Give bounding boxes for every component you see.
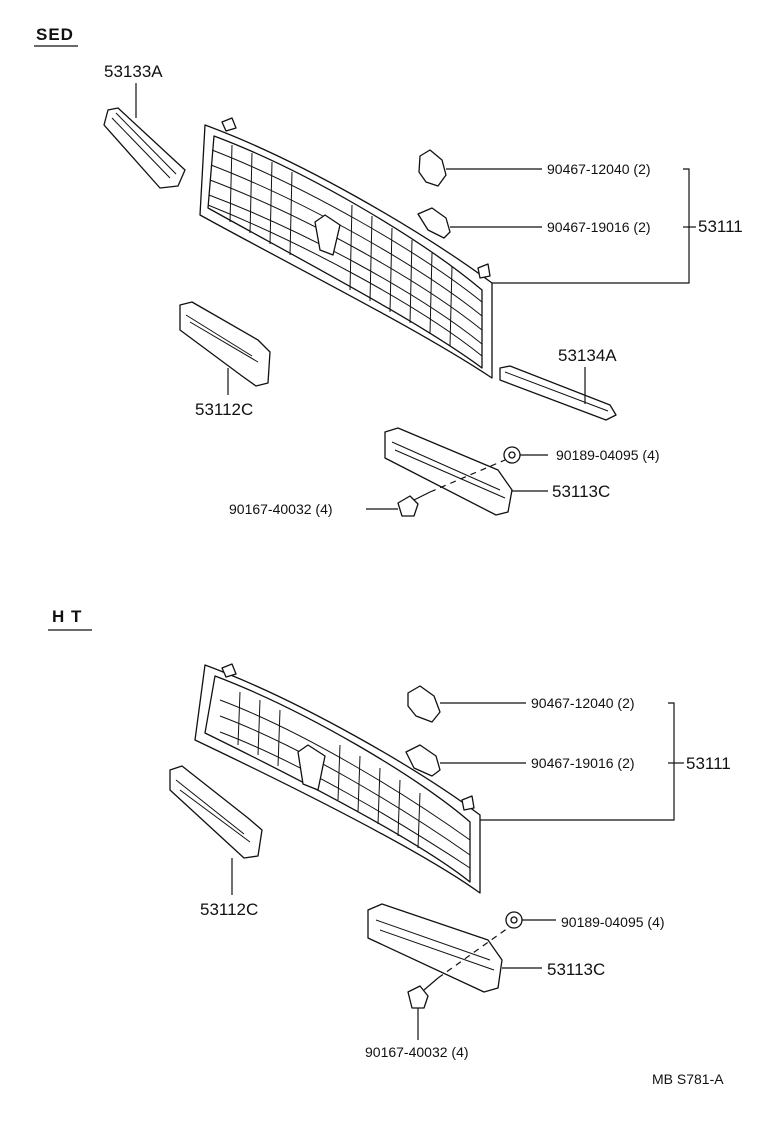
lamp-left-sed — [179, 301, 271, 387]
label-grille-ht: 53111 — [686, 754, 731, 773]
label-screw-sed: 90167-40032 (4) — [229, 501, 333, 517]
label-nut-sed: 90189-04095 (4) — [556, 447, 660, 463]
emblem-ht — [297, 744, 326, 791]
label-grille-sed: 53111 — [698, 217, 743, 236]
label-lamp-left-sed: 53112C — [195, 400, 253, 419]
label-nut-ht: 90189-04095 (4) — [561, 914, 665, 930]
label-bracket-right-sed: 53134A — [558, 346, 617, 365]
label-clip-a-sed: 90467-12040 (2) — [547, 161, 651, 177]
grille-sed — [199, 117, 493, 379]
label-bracket-left-sed: 53133A — [104, 62, 163, 81]
label-lamp-right-ht: 53113C — [547, 960, 605, 979]
section-heading-sed: SED — [36, 25, 74, 44]
label-clip-b-sed: 90467-19016 (2) — [547, 219, 651, 235]
lamp-right-ht — [367, 903, 503, 993]
section-ht: H T 90467-1 — [48, 607, 731, 1060]
section-sed: SED — [34, 25, 743, 517]
bracket-right-sed — [499, 365, 617, 421]
label-clip-a-ht: 90467-12040 (2) — [531, 695, 635, 711]
label-clip-b-ht: 90467-19016 (2) — [531, 755, 635, 771]
emblem-sed — [314, 214, 341, 256]
label-screw-ht: 90167-40032 (4) — [365, 1044, 469, 1060]
screw-ht — [407, 985, 429, 1009]
diagram-code: MB S781-A — [652, 1071, 724, 1087]
section-heading-ht: H T — [52, 607, 82, 626]
lamp-right-sed — [384, 427, 513, 516]
screw-sed — [397, 495, 419, 517]
clip-a-ht — [407, 685, 441, 723]
clip-b-sed — [417, 207, 451, 239]
clip-b-ht — [405, 744, 441, 777]
grille-ht — [194, 663, 481, 894]
label-lamp-left-ht: 53112C — [200, 900, 258, 919]
clip-a-sed — [418, 149, 447, 187]
bracket-left-sed — [103, 107, 186, 189]
label-lamp-right-sed: 53113C — [552, 482, 610, 501]
